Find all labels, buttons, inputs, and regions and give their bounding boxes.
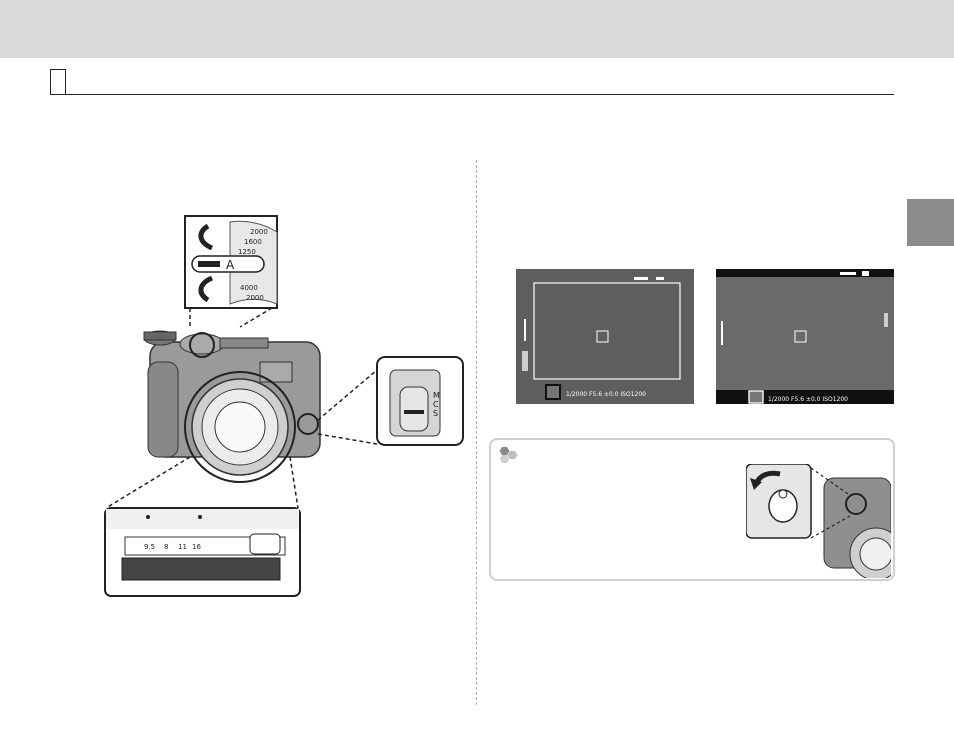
focus-switch-callout: M C S: [376, 356, 464, 446]
viewfinder-right-status: 1/2000 F5.6 ±0.0 ISO1200: [768, 396, 848, 403]
focus-switch-s: S: [433, 409, 438, 418]
dial-scale-1250: 1250: [238, 248, 256, 256]
aperture-mark-11: 11: [178, 543, 187, 551]
section-heading-marker: [50, 69, 66, 94]
focus-switch-c: C: [433, 400, 439, 409]
camera-body: [143, 330, 321, 483]
column-divider: [476, 160, 477, 705]
viewfinder-left-status: 1/2000 F5.6 ±0.0 ISO1200: [566, 391, 646, 398]
af-frame-icon: [545, 384, 561, 400]
chapter-tab: [907, 199, 954, 246]
shutter-dial-callout: 2000 1600 1250 A 4000 2000: [184, 215, 278, 309]
dial-scale-4000: 4000: [240, 284, 258, 292]
dial-scale-1600: 1600: [244, 238, 262, 246]
header-band: [0, 0, 954, 58]
rotate-arrow-down: [198, 275, 214, 303]
dial-scale-2000-lower: 2000: [246, 294, 264, 302]
dial-scale-2000: 2000: [250, 228, 268, 236]
af-frame-icon-right: [748, 390, 764, 404]
hint-box: [489, 438, 895, 581]
aperture-ring-callout: 9.5 8 11 16: [104, 456, 301, 597]
section-heading-rule: [50, 69, 894, 95]
viewfinder-display-right: 1/2000 F5.6 ±0.0 ISO1200: [716, 269, 894, 404]
focus-switch-m: M: [433, 391, 440, 400]
rotate-arrow-up: [198, 223, 214, 251]
hint-icon: [499, 447, 518, 463]
aperture-mark-8: 8: [164, 543, 168, 551]
viewfinder-display-left: 1/2000 F5.6 ±0.0 ISO1200: [516, 269, 694, 404]
focus-mode-lever-illustration: [746, 464, 891, 578]
dial-a-label: A: [226, 258, 235, 272]
aperture-mark-9-5: 9.5: [144, 543, 155, 551]
aperture-mark-16: 16: [192, 543, 201, 551]
camera-diagram: 2000 1600 1250 A 4000 2000 M C S: [104, 215, 464, 597]
